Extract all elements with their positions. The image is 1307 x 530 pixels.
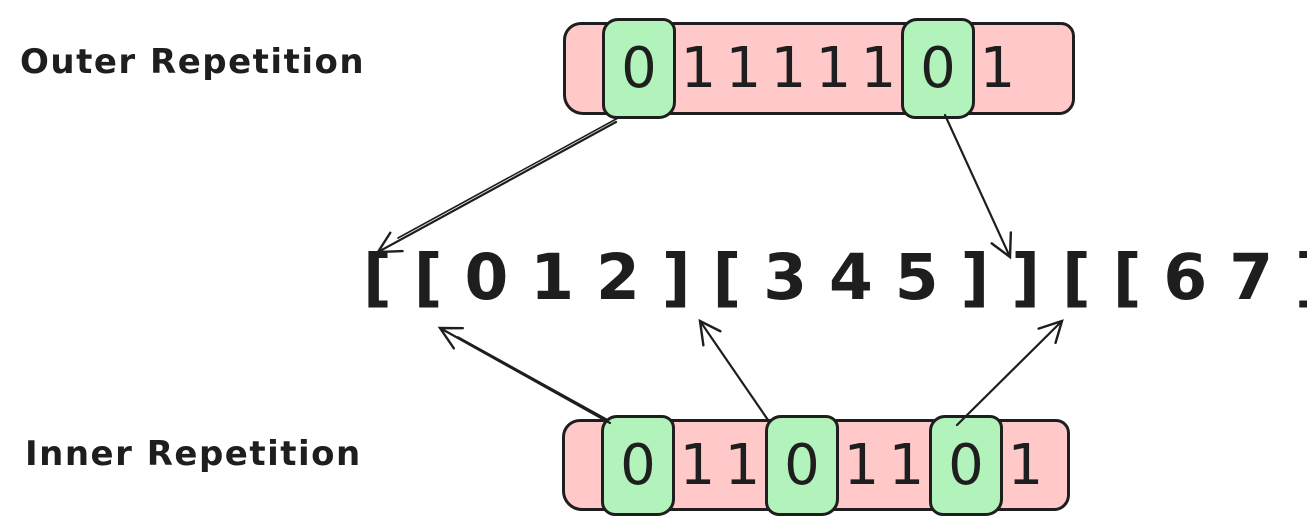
inner-array-cell-highlighted: 0 <box>601 414 675 516</box>
inner-array-cell: 1 <box>888 432 925 498</box>
inner-array-cell-highlighted: 0 <box>765 414 839 516</box>
outer-array-cell: 1 <box>815 36 852 101</box>
outer-repetition-label: Outer Repetition <box>20 42 366 82</box>
outer-array-cell-highlighted: 0 <box>602 18 676 119</box>
inner-right-arrow <box>955 319 1064 427</box>
inner-array-cell-highlighted: 0 <box>929 414 1003 516</box>
inner-middle-arrow <box>698 318 770 422</box>
outer-array-box: 0 1 1 1 1 1 0 1 <box>563 18 1075 119</box>
inner-array-cell: 1 <box>1007 432 1044 498</box>
outer-left-arrow-sketch-stroke <box>397 117 619 239</box>
outer-array-cell: 1 <box>725 36 762 101</box>
outer-array-cell: 1 <box>979 36 1016 101</box>
outer-array-cell-highlighted: 0 <box>901 18 975 119</box>
inner-left-arrow <box>437 326 612 425</box>
nested-bracket-expression: [ [ 0 1 2 ] [ 3 4 5 ] ] [ [ 6 7 ] ] <box>363 241 1307 314</box>
outer-array-cell: 1 <box>770 36 807 101</box>
inner-left-arrow-sketch-stroke <box>457 336 609 421</box>
inner-repetition-label: Inner Repetition <box>25 434 362 474</box>
outer-array-cell: 1 <box>680 36 717 101</box>
outer-array-cell: 1 <box>860 36 897 101</box>
inner-array-cell: 1 <box>724 432 761 498</box>
outer-right-arrow <box>943 113 1013 260</box>
inner-array-box: 0 1 1 0 1 1 0 1 <box>562 414 1070 516</box>
inner-array-cell: 1 <box>843 432 880 498</box>
inner-array-cell: 1 <box>679 432 716 498</box>
outer-left-arrow <box>375 120 618 254</box>
